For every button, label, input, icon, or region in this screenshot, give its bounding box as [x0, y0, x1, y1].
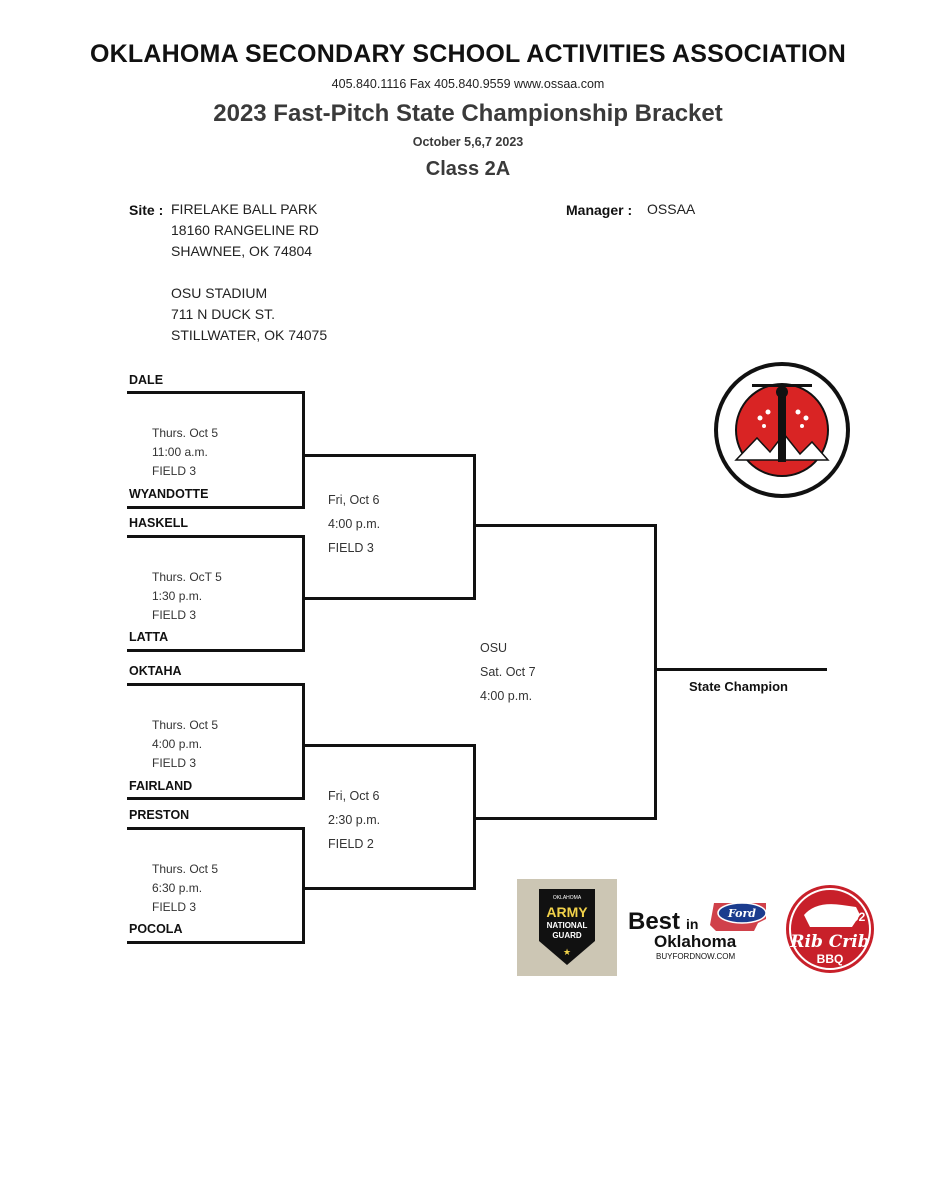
game-day: Fri, Oct 6: [328, 493, 380, 507]
svg-text:Best: Best: [628, 908, 680, 935]
game-field: FIELD 3: [152, 900, 197, 914]
site-line: 18160 RANGELINE RD: [171, 222, 319, 238]
game-info: Thurs. Oct 5 6:30 p.m. FIELD 3: [152, 860, 218, 917]
contact-line: 405.840.1116 Fax 405.840.9559 www.ossaa.…: [331, 77, 605, 91]
team-name: PRESTON: [129, 808, 190, 822]
team-name: DALE: [129, 373, 164, 387]
game-time: 4:00 p.m.: [328, 517, 381, 531]
team-name: OKTAHA: [129, 664, 182, 678]
bracket-line: [302, 391, 305, 509]
svg-text:in: in: [686, 916, 698, 932]
bracket-line: [302, 597, 476, 600]
bracket-line: [127, 797, 305, 800]
svg-text:BUYFORDNOW.COM: BUYFORDNOW.COM: [656, 952, 735, 961]
site-line: 711 N DUCK ST.: [171, 306, 275, 322]
site-line: OSU STADIUM: [171, 285, 268, 301]
ossaa-seal-logo: [714, 362, 850, 498]
bracket-line: [473, 524, 657, 527]
team-name: POCOLA: [129, 922, 183, 936]
final-day: Sat. Oct 7: [480, 665, 536, 679]
manager-value: OSSAA: [647, 201, 696, 217]
game-info: Thurs. OcT 5 1:30 p.m. FIELD 3: [152, 568, 222, 625]
bracket-line: [127, 391, 305, 394]
site-address: FIRELAKE BALL PARK 18160 RANGELINE RD SH…: [171, 199, 327, 346]
game-info: Thurs. Oct 5 11:00 a.m. FIELD 3: [152, 424, 218, 481]
final-info: OSU Sat. Oct 7 4:00 p.m.: [480, 636, 536, 708]
bracket-line: [127, 506, 305, 509]
final-site: OSU: [480, 641, 508, 655]
event-dates: October 5,6,7 2023: [412, 135, 524, 149]
game-time: 1:30 p.m.: [152, 589, 203, 603]
bracket-line: [302, 454, 476, 457]
game-day: Thurs. Oct 5: [152, 862, 219, 876]
svg-text:ARMY: ARMY: [546, 904, 588, 920]
semifinal-info: Fri, Oct 6 2:30 p.m. FIELD 2: [328, 784, 380, 856]
bracket-line: [302, 827, 305, 944]
manager-label: Manager :: [566, 202, 633, 218]
bracket-line: [127, 649, 305, 652]
guard-text: OKLAHOMA: [553, 895, 582, 901]
final-time: 4:00 p.m.: [480, 689, 533, 703]
champion-line: [654, 668, 827, 671]
bracket-line: [127, 941, 305, 944]
svg-text:BBQ: BBQ: [817, 952, 844, 966]
game-field: FIELD 3: [328, 541, 374, 555]
site-line: FIRELAKE BALL PARK: [171, 201, 318, 217]
best-in-oklahoma-ford-logo: Ford Best in Oklahoma BUYFORDNOW.COM: [626, 897, 771, 967]
game-field: FIELD 3: [152, 756, 197, 770]
svg-text:★: ★: [563, 948, 571, 958]
bracket-line: [654, 524, 657, 820]
semifinal-info: Fri, Oct 6 4:00 p.m. FIELD 3: [328, 488, 380, 560]
organization-name: OKLAHOMA SECONDARY SCHOOL ACTIVITIES ASS…: [90, 40, 846, 68]
game-time: 2:30 p.m.: [328, 813, 381, 827]
svg-text:Ford: Ford: [727, 907, 756, 920]
bracket-line: [302, 683, 305, 800]
game-time: 4:00 p.m.: [152, 737, 203, 751]
game-day: Thurs. Oct 5: [152, 426, 219, 440]
game-field: FIELD 3: [152, 464, 197, 478]
bracket-line: [127, 827, 305, 830]
svg-text:92: 92: [852, 910, 866, 924]
class-label: Class 2A: [425, 158, 511, 180]
team-name: HASKELL: [129, 516, 189, 530]
team-name: WYANDOTTE: [129, 487, 209, 501]
site-line: SHAWNEE, OK 74804: [171, 243, 313, 259]
svg-text:Rib Crib: Rib Crib: [789, 932, 869, 952]
game-time: 11:00 a.m.: [152, 445, 208, 459]
team-name: FAIRLAND: [129, 779, 193, 793]
game-field: FIELD 2: [328, 837, 374, 851]
team-name: LATTA: [129, 630, 169, 644]
svg-text:NATIONAL: NATIONAL: [547, 921, 588, 930]
bracket-title: 2023 Fast-Pitch State Championship Brack…: [213, 100, 723, 127]
army-national-guard-logo: OKLAHOMA ARMY NATIONAL GUARD ★: [517, 879, 617, 976]
game-day: Thurs. Oct 5: [152, 718, 219, 732]
bracket-line: [127, 535, 305, 538]
bracket-line: [473, 454, 476, 600]
bracket-line: [302, 744, 476, 747]
game-day: Fri, Oct 6: [328, 789, 380, 803]
site-line: STILLWATER, OK 74075: [171, 327, 328, 343]
bracket-line: [302, 535, 305, 652]
site-label: Site :: [129, 202, 164, 218]
svg-text:Oklahoma: Oklahoma: [654, 932, 737, 951]
rib-crib-bbq-logo: 92 Rib Crib BBQ: [782, 883, 878, 975]
game-time: 6:30 p.m.: [152, 881, 203, 895]
bracket-line: [473, 817, 657, 820]
game-info: Thurs. Oct 5 4:00 p.m. FIELD 3: [152, 716, 218, 773]
bracket-line: [302, 887, 476, 890]
game-field: FIELD 3: [152, 608, 197, 622]
bracket-line: [127, 683, 305, 686]
site-line: [171, 262, 327, 283]
svg-text:GUARD: GUARD: [552, 931, 582, 940]
state-champion-label: State Champion: [689, 679, 788, 694]
game-day: Thurs. OcT 5: [152, 570, 222, 584]
